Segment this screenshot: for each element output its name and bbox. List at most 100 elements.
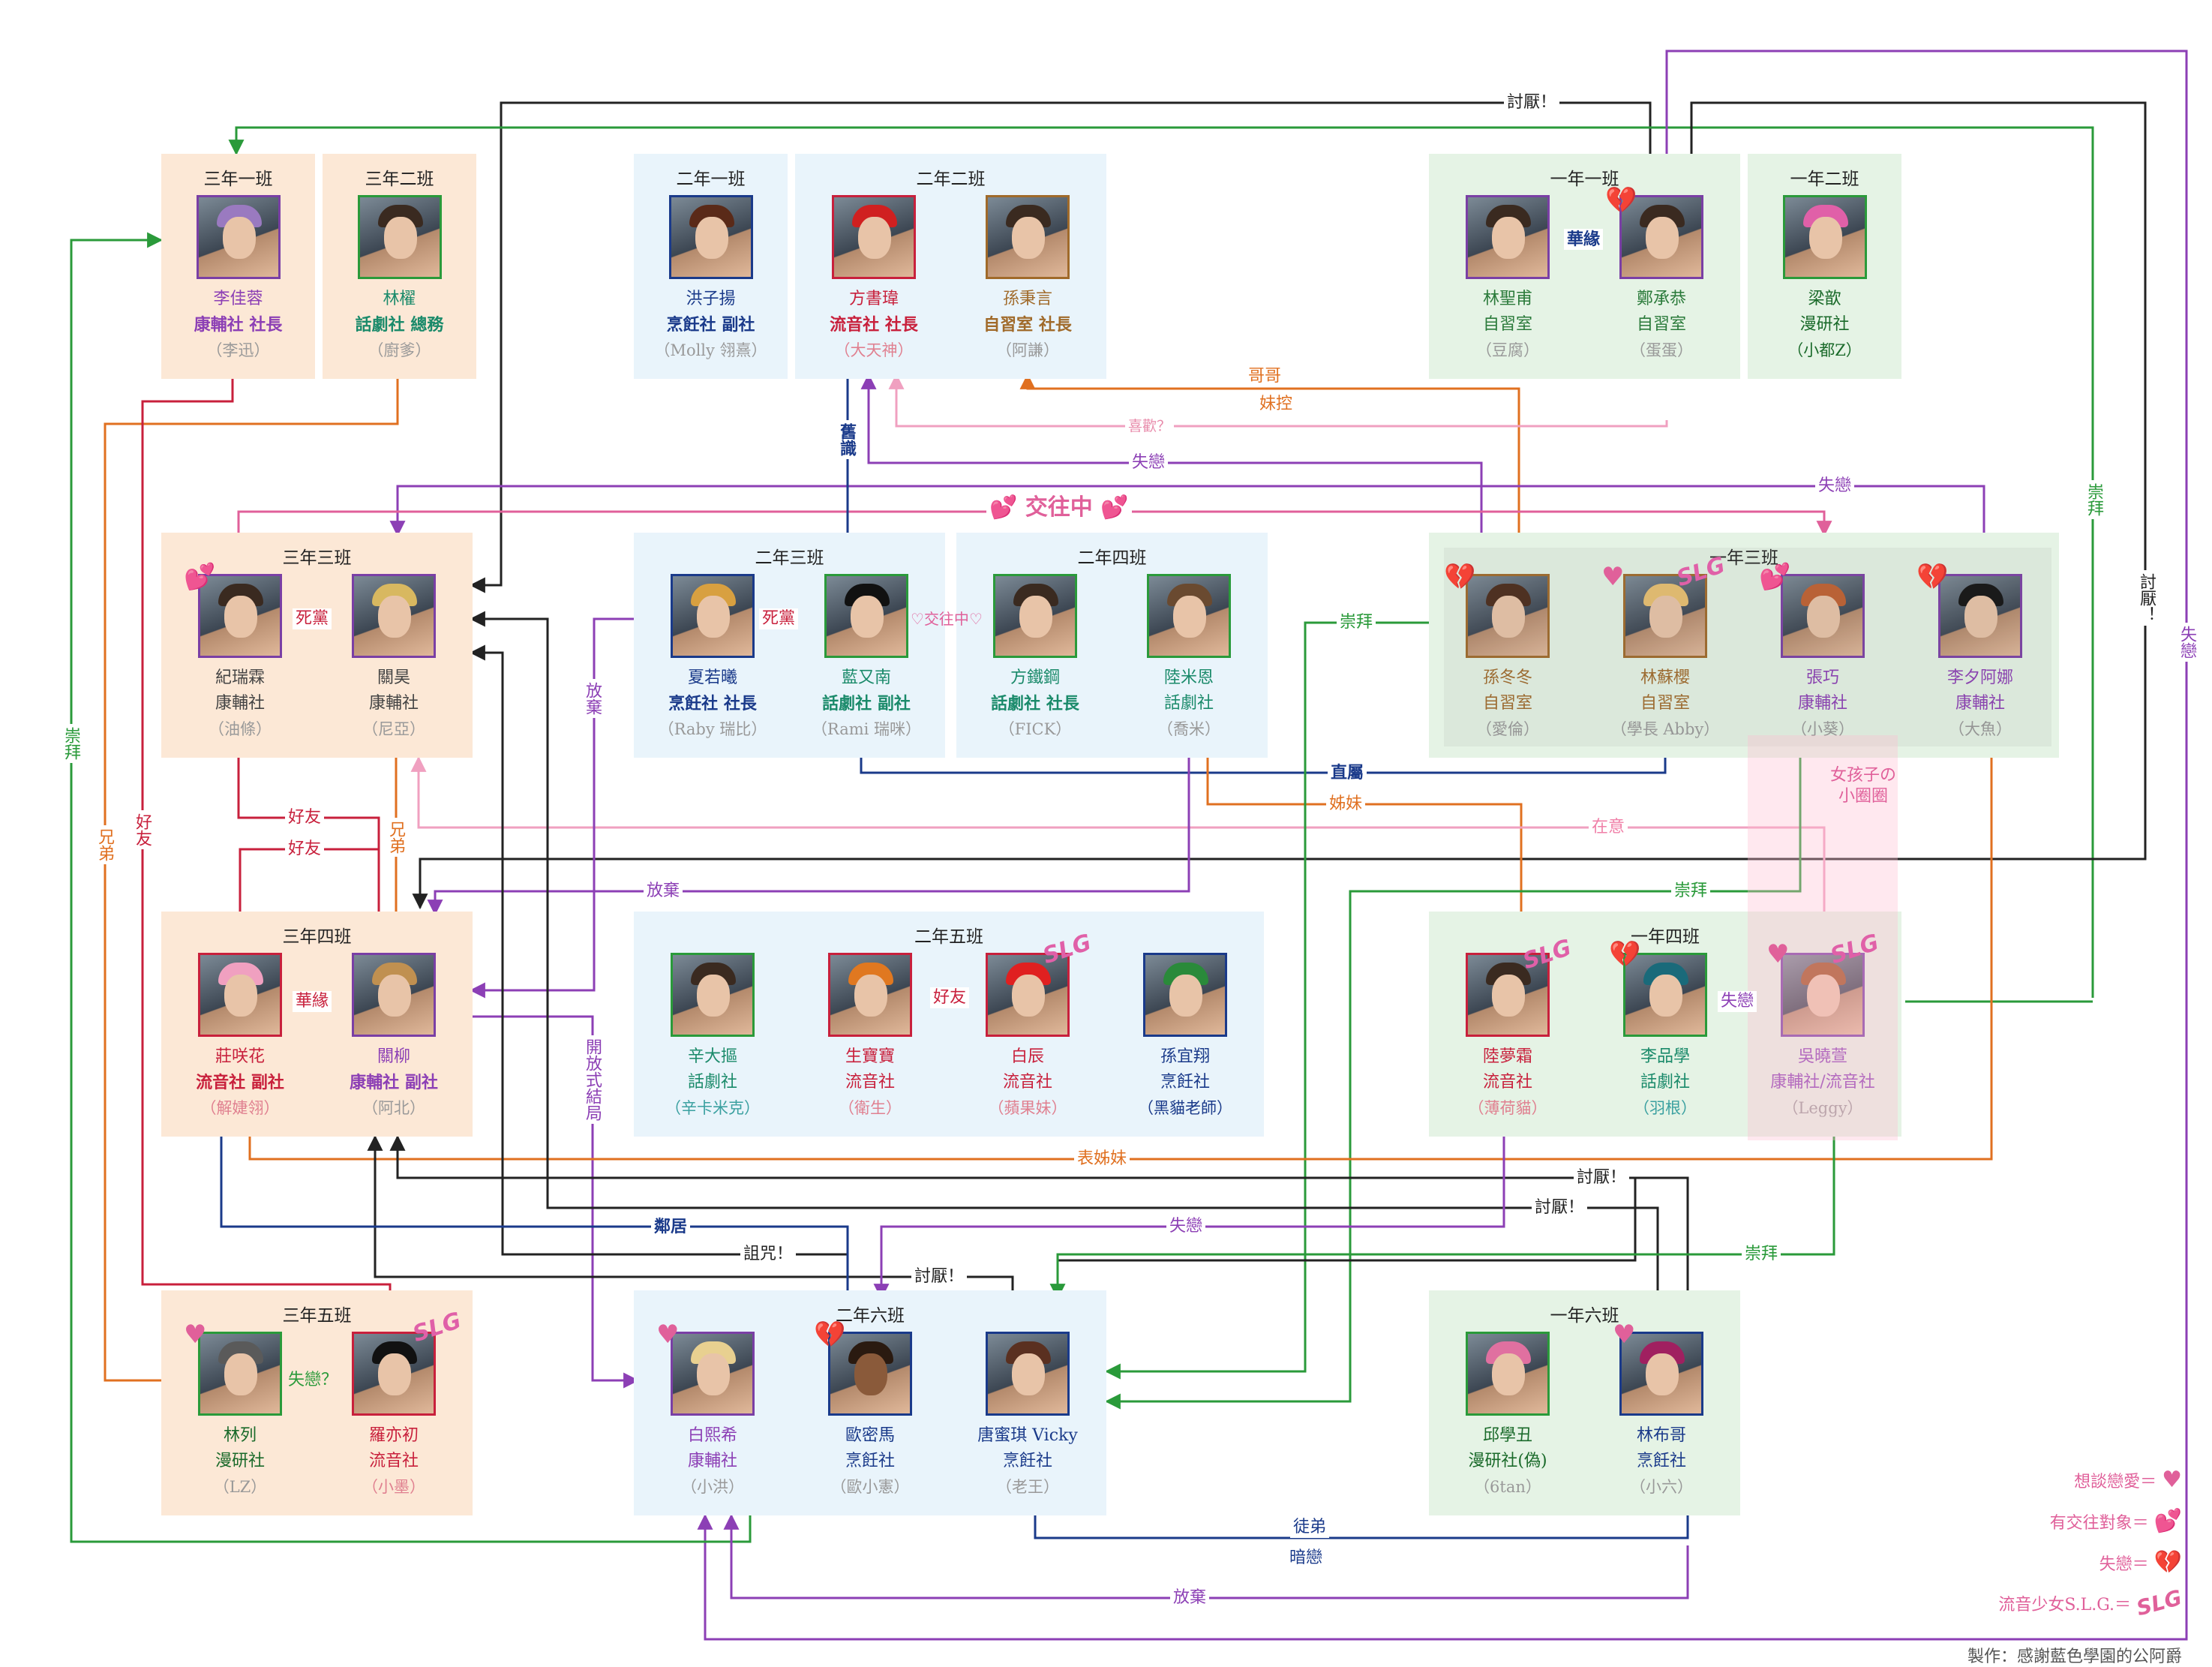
heart-icon: ♡ bbox=[911, 610, 924, 628]
group-1-4: 一年四班 陸夢霜 流音社 （薄荷貓） 李品學 話劇社 （羽根） 吳曉萱 康輔社/… bbox=[1429, 912, 1901, 1137]
person-card[interactable]: 林布哥 烹飪社 （小六） bbox=[1583, 1332, 1740, 1500]
group-title: 一年二班 bbox=[1790, 170, 1859, 189]
heart-icon: 💕 bbox=[989, 494, 1018, 521]
broken-heart-icon: 💔 bbox=[1605, 185, 1637, 215]
label-heartbreak-1: 失戀 bbox=[1129, 452, 1169, 473]
group-title: 二年一班 bbox=[676, 170, 746, 189]
person-card[interactable]: 唐蜜琪 Vicky 烹飪社 （老王） bbox=[949, 1332, 1106, 1500]
person-name: 生寶寶 bbox=[845, 1047, 895, 1066]
person-club: 康輔社 bbox=[1797, 694, 1847, 713]
label-heartbreak-1-4: 失戀 bbox=[1718, 991, 1757, 1012]
label-heartbreak-b: 失戀 bbox=[1166, 1216, 1206, 1237]
person-card[interactable]: 辛大摳 話劇社 （辛卡米克） bbox=[634, 953, 791, 1121]
label-secret-love: 暗戀 bbox=[1286, 1548, 1326, 1569]
avatar bbox=[1781, 953, 1865, 1037]
person-card[interactable]: 莊咲花 流音社 副社 （解婕翎） bbox=[161, 953, 319, 1121]
person-club: 自習室 bbox=[1482, 694, 1532, 713]
person-nick: （羽根） bbox=[1634, 1099, 1697, 1117]
person-card[interactable]: 梁歆 漫研社 （小都Z） bbox=[1748, 195, 1901, 363]
avatar bbox=[1619, 195, 1703, 279]
person-name: 梁歆 bbox=[1808, 290, 1841, 308]
person-card[interactable]: 吳曉萱 康輔社/流音社 （Leggy） bbox=[1744, 953, 1901, 1121]
avatar bbox=[1466, 953, 1550, 1037]
label-dating-small: ♡交往中♡ bbox=[908, 608, 986, 629]
person-card[interactable]: 陸夢霜 流音社 （薄荷貓） bbox=[1429, 953, 1586, 1121]
person-nick: （小都Z） bbox=[1787, 341, 1862, 359]
person-name: 辛大摳 bbox=[687, 1047, 737, 1066]
person-name: 羅亦初 bbox=[368, 1426, 419, 1445]
person-name: 關柳 bbox=[377, 1047, 410, 1066]
person-card[interactable]: 白熙希 康輔社 （小洪） bbox=[634, 1332, 791, 1500]
person-card[interactable]: 白辰 流音社 （蘋果妹） bbox=[949, 953, 1106, 1121]
person-name: 歐密馬 bbox=[845, 1426, 895, 1445]
group-title: 一年六班 bbox=[1550, 1306, 1619, 1326]
avatar bbox=[196, 195, 281, 279]
person-card[interactable]: 紀瑞霖 康輔社 （油條） bbox=[161, 574, 319, 742]
person-card[interactable]: 生寶寶 流音社 （衛生） bbox=[791, 953, 949, 1121]
person-nick: （蘋果妹） bbox=[988, 1099, 1067, 1117]
label-cousins: 表姊妹 bbox=[1074, 1149, 1130, 1170]
person-club: 漫研社 bbox=[215, 1452, 265, 1470]
broken-heart-icon: 💔 bbox=[1444, 562, 1476, 592]
person-nick: （歐小憲） bbox=[830, 1478, 910, 1496]
person-club: 漫研社(偽) bbox=[1468, 1452, 1547, 1470]
person-card[interactable]: 藍又南 話劇社 副社 （Rami 瑞咪） bbox=[788, 574, 945, 742]
label-friend-2-5: 好友 bbox=[930, 987, 970, 1008]
person-card[interactable]: 邱學丑 漫研社(偽) （6tan） bbox=[1429, 1332, 1586, 1500]
person-card[interactable]: 林櫂 話劇社 總務 （廚爹） bbox=[323, 195, 476, 363]
label-dating-main: 💕 交往中 💕 bbox=[986, 494, 1132, 521]
line-green-worship-mid bbox=[1104, 758, 1802, 1410]
person-card[interactable]: 林聖甫 自習室 （豆腐） bbox=[1429, 195, 1586, 363]
avatar bbox=[986, 953, 1070, 1037]
person-card[interactable]: 關昊 康輔社 （尼亞） bbox=[315, 574, 473, 742]
person-card[interactable]: 孫冬冬 自習室 （愛倫） bbox=[1429, 574, 1586, 742]
label-brothers: 兄弟 bbox=[386, 818, 405, 857]
couple-hearts-icon: 💕 bbox=[2153, 1508, 2182, 1534]
person-card[interactable]: 洪子揚 烹飪社 副社 （Molly 翎熹） bbox=[634, 195, 788, 363]
person-card[interactable]: 方書瑋 流音社 社長 （大天神） bbox=[795, 195, 953, 363]
person-nick: （小墨） bbox=[362, 1478, 425, 1496]
line-purple-giveup-mid bbox=[427, 758, 1190, 916]
person-card[interactable]: 夏若曦 烹飪社 社長 （Raby 瑞比） bbox=[634, 574, 791, 742]
heart-icon: ♥ bbox=[1613, 1320, 1636, 1350]
person-card[interactable]: 孫秉言 自習室 社長 （阿謙） bbox=[949, 195, 1106, 363]
person-card[interactable]: 林列 漫研社 （LZ） bbox=[161, 1332, 319, 1500]
heart-icon: ♥ bbox=[184, 1320, 207, 1350]
group-3-5: 三年五班 林列 漫研社 （LZ） 羅亦初 流音社 （小墨） bbox=[161, 1290, 473, 1515]
legend-heartbroken: 失戀＝ 💔 bbox=[2099, 1549, 2182, 1575]
person-nick: （阿謙） bbox=[996, 341, 1059, 359]
label-hate-top: 討厭！ bbox=[1504, 92, 1560, 113]
label-old-acquaint: 舊識 bbox=[837, 420, 857, 459]
person-nick: （LZ） bbox=[213, 1478, 267, 1496]
label-deadbro-2-3: 死黨 bbox=[759, 608, 799, 629]
person-nick: （Raby 瑞比） bbox=[658, 720, 767, 738]
person-card[interactable]: 陸米恩 話劇社 （喬米） bbox=[1110, 574, 1268, 742]
line-purple-giveup-left bbox=[469, 617, 634, 999]
person-card[interactable]: 歐密馬 烹飪社 （歐小憲） bbox=[791, 1332, 949, 1500]
label-worship-left: 崇拜 bbox=[61, 724, 80, 763]
group-title: 二年三班 bbox=[755, 548, 824, 568]
person-name: 孫冬冬 bbox=[1482, 668, 1532, 687]
person-nick: （喬米） bbox=[1157, 720, 1220, 738]
group-2-3: 二年三班 夏若曦 烹飪社 社長 （Raby 瑞比） 藍又南 話劇社 副社 （Ra… bbox=[634, 533, 945, 758]
person-nick: （油條） bbox=[209, 720, 272, 738]
avatar bbox=[671, 1332, 755, 1416]
group-2-1: 二年一班 洪子揚 烹飪社 副社 （Molly 翎熹） bbox=[634, 154, 788, 379]
person-nick: （蛋蛋） bbox=[1630, 341, 1693, 359]
person-card[interactable]: 關柳 康輔社 副社 （阿北） bbox=[315, 953, 473, 1121]
person-card[interactable]: 鄭承恭 自習室 （蛋蛋） bbox=[1583, 195, 1740, 363]
person-card[interactable]: 林蘇櫻 自習室 （學長 Abby） bbox=[1586, 574, 1744, 742]
avatar bbox=[352, 1332, 436, 1416]
person-card[interactable]: 羅亦初 流音社 （小墨） bbox=[315, 1332, 473, 1500]
person-card[interactable]: 李佳蓉 康輔社 社長 （李迅） bbox=[161, 195, 315, 363]
person-card[interactable]: 孫宜翔 烹飪社 （黑貓老師） bbox=[1106, 953, 1264, 1121]
person-card[interactable]: 方鐵鋼 話劇社 社長 （FICK） bbox=[956, 574, 1114, 742]
person-card[interactable]: 張巧 康輔社 （小葵） bbox=[1744, 574, 1901, 742]
person-card[interactable]: 李品學 話劇社 （羽根） bbox=[1586, 953, 1744, 1121]
group-title: 一年三班 bbox=[1709, 548, 1778, 568]
person-card[interactable]: 李夕阿娜 康輔社 （大魚） bbox=[1901, 574, 2059, 742]
credit: 製作：感謝藍色學園的公阿爵 bbox=[1967, 1647, 2182, 1666]
heart-icon: ♥ bbox=[1601, 562, 1625, 592]
person-club: 康輔社 bbox=[1955, 694, 2005, 713]
